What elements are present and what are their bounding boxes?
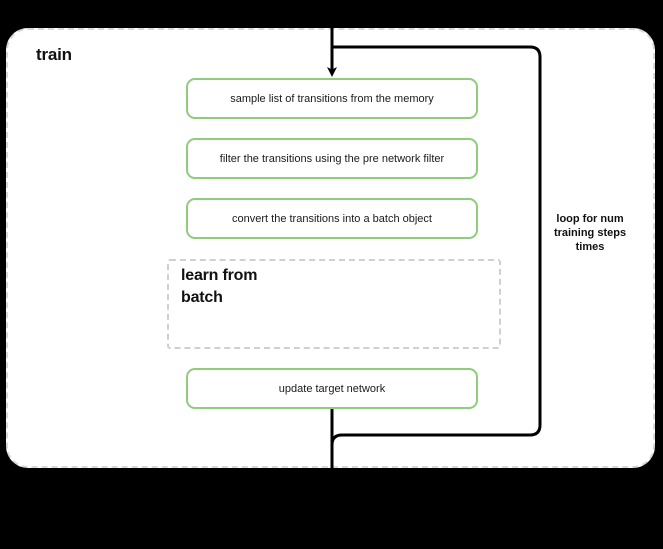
loop-annotation-label: loop for num training steps times (553, 213, 627, 253)
subgroup-learn-from-batch (167, 259, 501, 349)
subgroup-title-learn-from-batch: learn from batch (181, 267, 258, 306)
group-title-train: train (36, 45, 72, 64)
node-sample-list-of-transitions[interactable]: sample list of transitions from the memo… (186, 78, 478, 119)
node-filter-transitions[interactable]: filter the transitions using the pre net… (186, 138, 478, 179)
node-update-target-network[interactable]: update target network (186, 368, 478, 409)
node-convert-transitions-to-batch[interactable]: convert the transitions into a batch obj… (186, 198, 478, 239)
